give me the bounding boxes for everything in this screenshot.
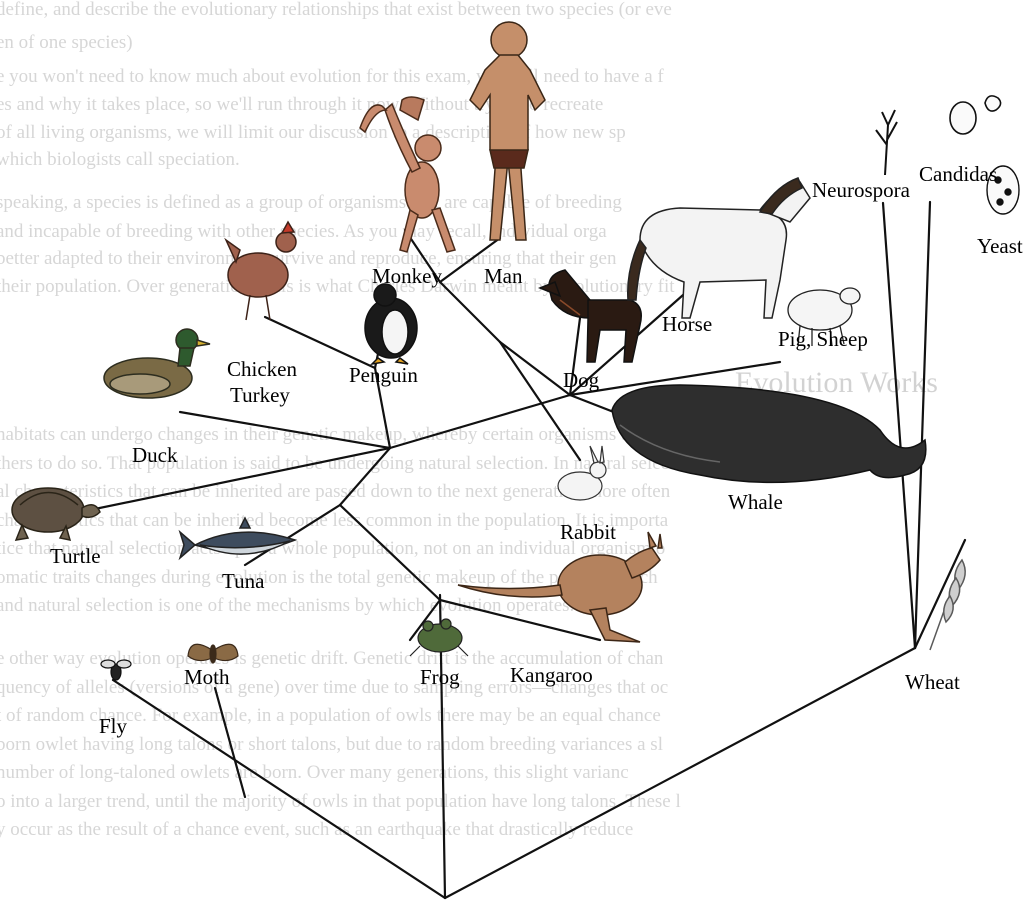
bg-line: number of long-taloned owlets are born. … — [0, 762, 629, 783]
label-pig-sheep: Pig, Sheep — [778, 327, 868, 351]
horse-illustration — [628, 178, 810, 318]
label-candidas: Candidas — [919, 162, 997, 186]
label-yeast: Yeast — [977, 234, 1023, 258]
neurospora-illustration — [876, 110, 897, 175]
bg-line: en of one species) — [0, 32, 133, 53]
label-wheat: Wheat — [905, 670, 960, 694]
bg-line: o into a larger trend, until the majorit… — [0, 791, 681, 812]
label-man: Man — [484, 264, 523, 288]
label-dog: Dog — [563, 368, 600, 392]
bg-line: which biologists call speciation. — [0, 149, 240, 170]
label-turtle: Turtle — [50, 544, 101, 568]
label-tuna: Tuna — [222, 569, 265, 593]
bg-line: speaking, a species is defined as a grou… — [0, 192, 622, 213]
bg-line: e you won't need to know much about evol… — [0, 66, 664, 87]
label-rabbit: Rabbit — [560, 520, 616, 544]
label-moth: Moth — [184, 665, 230, 689]
duck-illustration — [104, 329, 210, 398]
bg-line: of all living organisms, we will limit o… — [0, 122, 626, 143]
bg-line: better adapted to their environment surv… — [0, 248, 617, 269]
label-kangaroo: Kangaroo — [510, 663, 593, 687]
candidas-illustration — [950, 96, 1001, 134]
branch-fungi — [915, 202, 930, 648]
label-fly: Fly — [99, 714, 128, 738]
label-penguin: Penguin — [349, 363, 418, 387]
branch-neurospora — [883, 203, 915, 648]
label-whale: Whale — [728, 490, 783, 514]
label-neurospora: Neurospora — [812, 178, 911, 202]
moth-illustration — [188, 644, 238, 663]
label-frog: Frog — [420, 665, 460, 689]
label-chicken: Chicken — [227, 357, 297, 381]
bg-line: y occur as the result of a chance event,… — [0, 819, 633, 840]
bg-line: thers to do so. That population is said … — [0, 453, 675, 474]
bg-line: define, and describe the evolutionary re… — [0, 0, 672, 20]
label-horse: Horse — [662, 312, 712, 336]
label-duck: Duck — [132, 443, 178, 467]
label-monkey: Monkey — [372, 264, 442, 288]
branch-placental — [500, 342, 570, 395]
label-turkey: Turkey — [230, 383, 290, 407]
